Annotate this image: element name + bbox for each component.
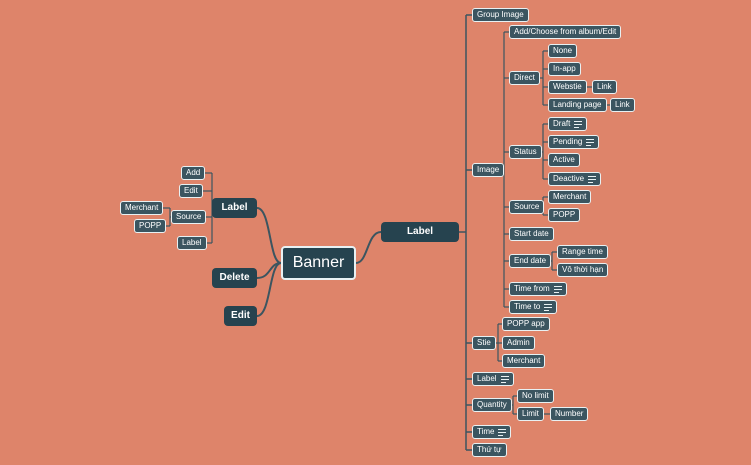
node-album-add[interactable]: Add [181, 166, 206, 180]
node-unlimited[interactable]: Vô thời hạn [557, 263, 609, 277]
node-album[interactable]: Label [212, 198, 257, 218]
node-quantity[interactable]: Quantity [472, 398, 512, 412]
node-limit[interactable]: Limit [517, 407, 544, 421]
node-create-banner[interactable]: Label [381, 222, 459, 242]
connector-line [256, 262, 282, 317]
node-label: Time [477, 427, 495, 436]
node-album-edit[interactable]: Edit [179, 184, 203, 198]
node-status[interactable]: Status [509, 145, 542, 159]
node-status-pending[interactable]: Pending [548, 135, 600, 149]
note-icon [544, 303, 553, 311]
node-time-to[interactable]: Time to [509, 300, 558, 314]
node-direct-none[interactable]: None [548, 44, 578, 58]
note-icon [574, 120, 583, 128]
node-label: Pending [553, 137, 583, 146]
node-edit[interactable]: Edit [224, 306, 257, 326]
node-landing-link[interactable]: Link [610, 98, 635, 112]
note-icon [553, 285, 562, 293]
node-order[interactable]: Thứ tự [472, 443, 507, 457]
node-direct-in-app[interactable]: In-app [548, 62, 581, 76]
note-icon [588, 175, 597, 183]
node-album-label[interactable]: Label [177, 236, 207, 250]
node-label: Draft [553, 119, 571, 128]
node-label[interactable]: Label [472, 372, 514, 386]
node-site-popp-app[interactable]: POPP app [502, 317, 550, 331]
node-label: Time to [514, 302, 541, 311]
node-no-limit[interactable]: No limit [517, 389, 554, 403]
node-direct[interactable]: Direct [509, 71, 540, 85]
node-add-choose[interactable]: Add/Choose from album/Edit [509, 25, 622, 39]
node-status-deactive[interactable]: Deactive [548, 172, 602, 186]
node-website-link[interactable]: Link [592, 80, 617, 94]
root-node-banner[interactable]: Banner [281, 246, 356, 280]
node-label: Deactive [553, 174, 585, 183]
node-status-active[interactable]: Active [548, 153, 580, 167]
node-label-text: Label [477, 374, 497, 383]
node-direct-landing-page[interactable]: Landing page [548, 98, 607, 112]
node-image-source-merchant[interactable]: Merchant [548, 190, 592, 204]
node-site-merchant[interactable]: Merchant [502, 354, 546, 368]
node-time-from[interactable]: Time from [509, 282, 567, 296]
note-icon [498, 428, 507, 436]
node-delete[interactable]: Delete [212, 268, 257, 288]
node-group-image[interactable]: Group Image [472, 8, 529, 22]
node-album-source-merchant[interactable]: Merchant [120, 201, 164, 215]
node-site[interactable]: Stie [472, 336, 496, 350]
connector-line [256, 207, 282, 264]
node-number[interactable]: Number [550, 407, 589, 421]
node-site-admin[interactable]: Admin [502, 336, 535, 350]
node-label: Time from [514, 284, 550, 293]
node-image-source[interactable]: Source [509, 200, 545, 214]
node-album-source[interactable]: Source [171, 210, 207, 224]
note-icon [586, 138, 595, 146]
connector-line [355, 231, 382, 264]
node-image[interactable]: Image [472, 163, 505, 177]
node-direct-website[interactable]: Webstie [548, 80, 587, 94]
node-image-source-popp[interactable]: POPP [548, 208, 581, 222]
node-status-draft[interactable]: Draft [548, 117, 588, 131]
node-album-source-popp[interactable]: POPP [134, 219, 167, 233]
node-start-date[interactable]: Start date [509, 227, 554, 241]
node-time[interactable]: Time [472, 425, 512, 439]
note-icon [500, 375, 509, 383]
node-range-time[interactable]: Range time [557, 245, 608, 259]
node-end-date[interactable]: End date [509, 254, 552, 268]
